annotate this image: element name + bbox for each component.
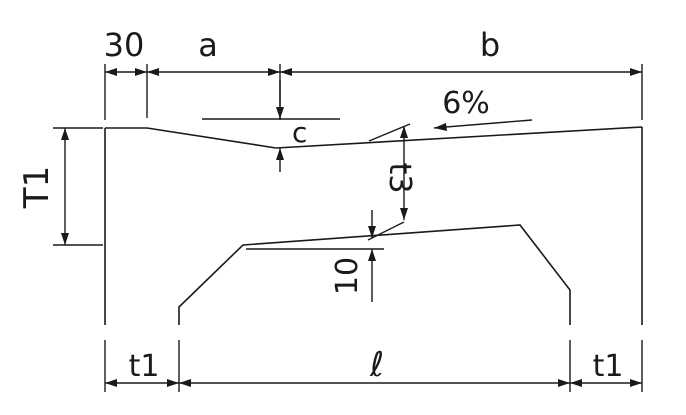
bottom-dimension: t1 ℓ t1	[104, 340, 643, 392]
arrow-a-left	[147, 68, 159, 76]
top-slope-left-line	[146, 127, 277, 149]
top-dimension: 30 a b	[104, 26, 643, 120]
arrow-b-right	[630, 68, 642, 76]
label-T1: T1	[17, 166, 57, 209]
label-t1-right: t1	[593, 349, 624, 384]
arrow-t1-left-b	[167, 379, 179, 387]
section-outline	[104, 126, 643, 325]
t3-dimension: t3	[367, 123, 417, 241]
slope-arrow-head	[434, 123, 447, 131]
label-c: c	[292, 116, 307, 149]
arrow-a-right	[268, 68, 280, 76]
t3-arrow-bottom	[400, 208, 408, 220]
inner-opening-outline	[178, 224, 571, 325]
arrow-ell-left	[179, 379, 191, 387]
ten-dimension: 10	[246, 210, 384, 302]
T1-arrow-top	[61, 128, 69, 140]
ten-arrow-bottom-head	[368, 249, 376, 261]
slope-indicator: 6%	[433, 86, 533, 131]
ten-arrow-top-head	[368, 226, 376, 238]
arrow-t1-right-a	[570, 379, 582, 387]
inner-opening-line	[178, 224, 571, 325]
label-10: 10	[330, 257, 365, 295]
arrow-30-right	[135, 68, 147, 76]
c-arrow-bottom-head	[276, 148, 284, 160]
arrow-t1-left-a	[105, 379, 117, 387]
t3-tick-bottom	[367, 221, 405, 241]
slope-arrow-line	[433, 119, 533, 129]
label-ell: ℓ	[369, 345, 384, 385]
arrow-b-left	[280, 68, 292, 76]
t3-tick-top	[368, 123, 411, 142]
c-arrow-top-head	[276, 107, 284, 119]
t3-arrow-top	[400, 126, 408, 138]
label-t3: t3	[382, 163, 417, 194]
top-slope-right-line	[275, 126, 643, 149]
label-b: b	[480, 26, 500, 64]
label-30: 30	[104, 26, 145, 64]
T1-dimension: T1	[17, 127, 103, 246]
arrow-t1-right-b	[630, 379, 642, 387]
label-t1-left: t1	[129, 349, 160, 384]
c-dimension: c	[202, 80, 340, 172]
label-a: a	[198, 26, 218, 64]
arrow-30-left	[105, 68, 117, 76]
arrow-ell-right	[558, 379, 570, 387]
label-slope: 6%	[442, 86, 490, 121]
T1-arrow-bottom	[61, 233, 69, 245]
